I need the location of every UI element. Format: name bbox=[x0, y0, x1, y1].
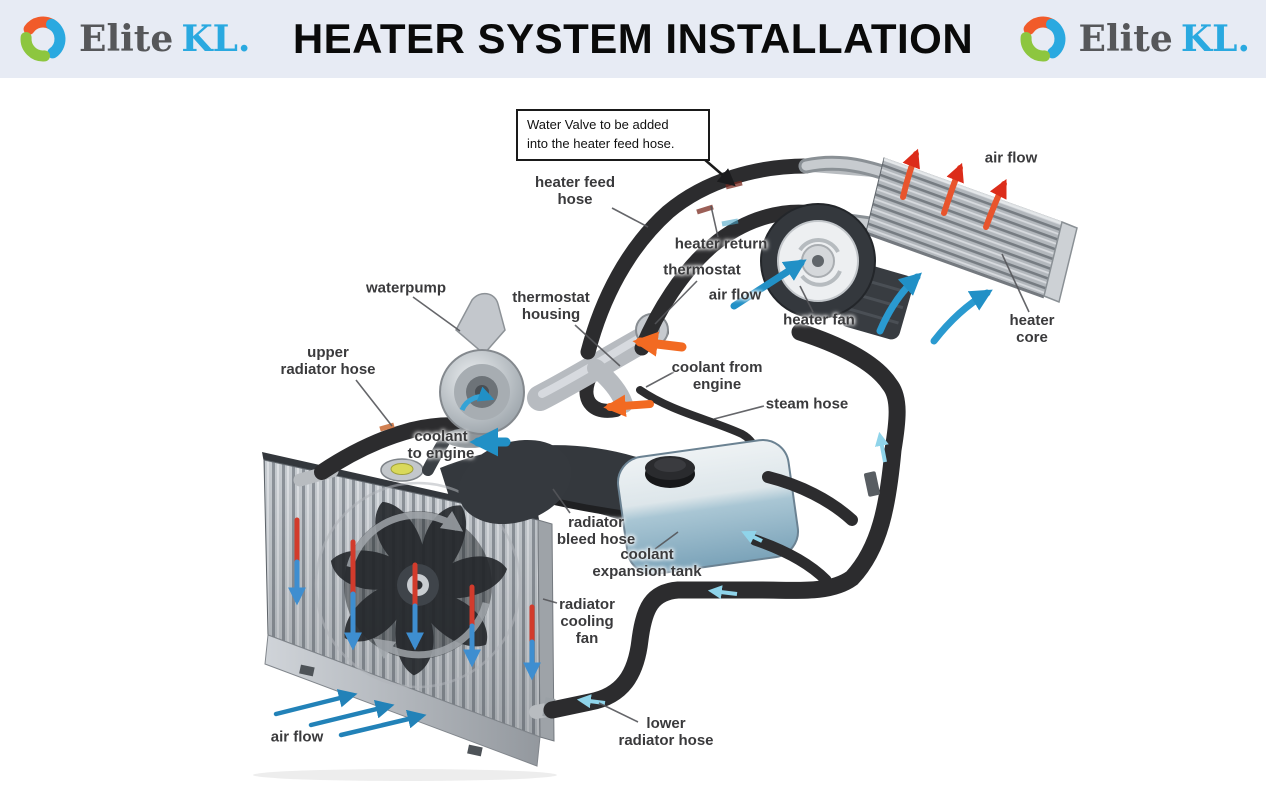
radiator-flow-arrows bbox=[288, 517, 541, 681]
heater-core-graphic bbox=[798, 155, 1078, 304]
air-flow-arrows-top bbox=[900, 148, 1007, 230]
coolant-expansion-tank-graphic bbox=[616, 438, 858, 586]
elitekl-logo-icon bbox=[20, 16, 66, 62]
logo-brand-text: Elite bbox=[1078, 18, 1173, 60]
logo-suffix-text: KL. bbox=[181, 18, 251, 60]
page-title: HEATER SYSTEM INSTALLATION bbox=[292, 15, 974, 62]
callout-arrow bbox=[703, 158, 736, 187]
water-valve-callout: Water Valve to be added into the heater … bbox=[516, 109, 710, 161]
logo-suffix-text: KL. bbox=[1180, 18, 1250, 60]
leader-lines bbox=[355, 205, 1030, 723]
flow-direction-arrows bbox=[576, 431, 889, 709]
coolant-from-engine-arrows bbox=[603, 331, 687, 417]
air-flow-arrows-bottom bbox=[273, 689, 427, 738]
air-flow-arrow-fan bbox=[730, 259, 807, 310]
lower-radiator-hose-graphic bbox=[529, 323, 906, 719]
logo-brand-text: Elite bbox=[79, 18, 174, 60]
waterpump-graphic bbox=[439, 292, 525, 448]
elitekl-logo-icon bbox=[1020, 16, 1065, 62]
air-flow-arrows-core-bottom bbox=[876, 272, 993, 345]
radiator-cooling-fan-graphic bbox=[314, 481, 522, 689]
